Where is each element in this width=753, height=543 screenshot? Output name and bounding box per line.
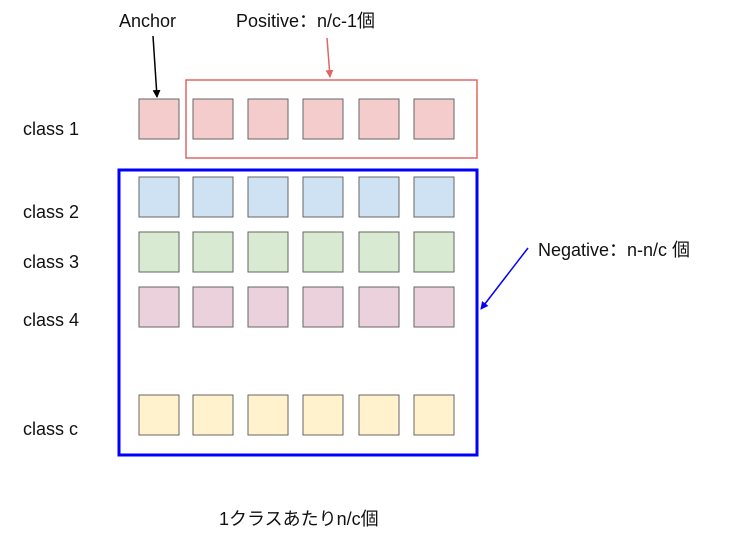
sample-cell: [413, 394, 455, 436]
anchor-label: Anchor: [119, 11, 176, 31]
negative-arrow: [480, 247, 529, 310]
sample-cell: [358, 394, 400, 436]
sample-cell: [247, 394, 289, 436]
class-label: class c: [23, 419, 78, 439]
class-row: class 2: [23, 176, 455, 222]
positive-arrow: [325, 37, 334, 78]
sample-cell: [358, 98, 400, 140]
positive-label: Positive：n/c-1個: [236, 11, 375, 31]
sample-cell: [413, 286, 455, 328]
negative-label: Negative：n-n/c 個: [538, 240, 690, 260]
sample-cell: [138, 231, 180, 273]
sample-cell: [302, 176, 344, 218]
sample-cell: [192, 98, 234, 140]
positive-frame: [185, 79, 478, 159]
sample-cell: [247, 231, 289, 273]
caption: 1クラスあたりn/c個: [219, 509, 379, 529]
sample-cell: [358, 176, 400, 218]
sample-cell: [192, 176, 234, 218]
class-rows: class 1 class 2 class 3 class 4 class c: [23, 98, 455, 439]
sample-cell: [358, 231, 400, 273]
sample-cell: [247, 176, 289, 218]
class-row: class 4: [23, 286, 455, 330]
class-label: class 2: [23, 202, 79, 222]
class-row: class c: [23, 394, 455, 439]
class-label: class 1: [23, 119, 79, 139]
sample-cell: [247, 98, 289, 140]
negative-frame: [117, 168, 479, 457]
class-row: class 3: [23, 231, 455, 273]
sample-cell: [192, 394, 234, 436]
sample-cell: [302, 286, 344, 328]
anchor-sample-cell: [138, 98, 180, 140]
sample-cell: [192, 286, 234, 328]
sample-cell: [358, 286, 400, 328]
sample-cell: [192, 231, 234, 273]
class-label: class 3: [23, 252, 79, 272]
sample-cell: [138, 176, 180, 218]
sample-cell: [138, 286, 180, 328]
sample-cell: [413, 231, 455, 273]
sample-cell: [138, 394, 180, 436]
sample-cell: [302, 98, 344, 140]
anchor-arrow: [152, 35, 161, 98]
sample-cell: [247, 286, 289, 328]
class-row: class 1: [23, 98, 455, 140]
sample-cell: [413, 176, 455, 218]
sample-cell: [302, 394, 344, 436]
sample-cell: [413, 98, 455, 140]
sample-cell: [302, 231, 344, 273]
class-label: class 4: [23, 310, 79, 330]
